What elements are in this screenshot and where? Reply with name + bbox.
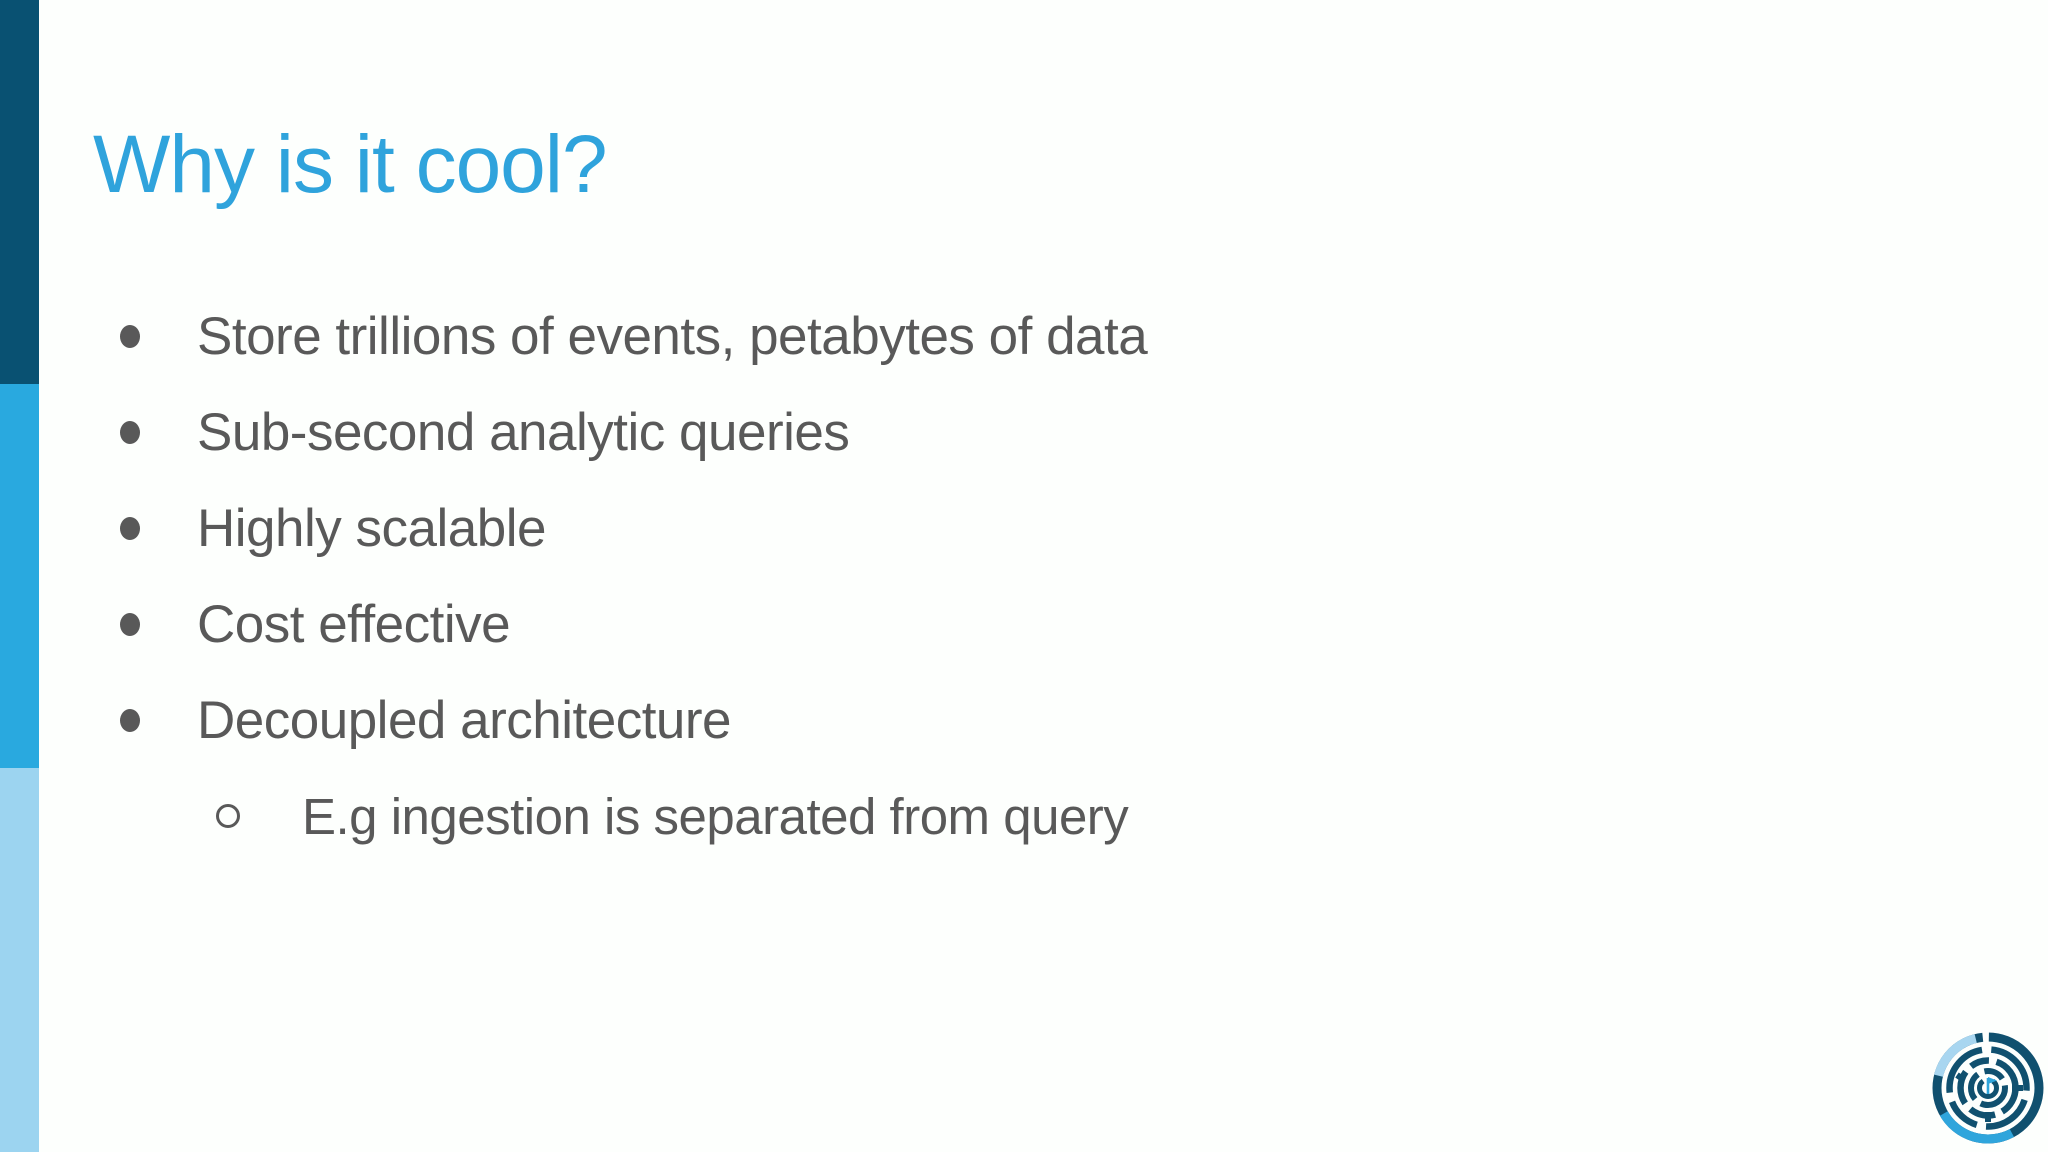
bullet-item: Decoupled architecture [0, 672, 1900, 768]
accent-bar-middle-segment [0, 384, 39, 768]
logo-maze-walls [1955, 1072, 2023, 1122]
bullet-text: Decoupled architecture [197, 690, 732, 750]
logo-maze-ring [1968, 1068, 2008, 1108]
bullet-dot-icon [120, 420, 140, 444]
bullet-list: Store trillions of events, petabytes of … [0, 288, 1900, 864]
bullet-item: Sub-second analytic queries [0, 384, 1900, 480]
logo-outer-ring-gap [1932, 1032, 2044, 1144]
flag-icon [1986, 1077, 1997, 1094]
bullet-item: Store trillions of events, petabytes of … [0, 288, 1900, 384]
bullet-text: Highly scalable [197, 498, 546, 558]
left-accent-bar [0, 0, 39, 1152]
bullet-item: Cost effective [0, 576, 1900, 672]
sub-bullet-circle-icon [216, 804, 240, 828]
bullet-text: Store trillions of events, petabytes of … [197, 306, 1148, 366]
bullet-text: Sub-second analytic queries [197, 402, 850, 462]
slide-title: Why is it cool? [93, 119, 608, 210]
bullet-dot-icon [120, 324, 140, 348]
sub-bullet-text: E.g ingestion is separated from query [302, 787, 1129, 845]
bullet-dot-icon [120, 612, 140, 636]
bullet-text: Cost effective [197, 594, 511, 654]
logo-maze-ring [1946, 1046, 2030, 1130]
accent-bar-top-segment [0, 0, 39, 384]
bullet-dot-icon [120, 516, 140, 540]
logo-outer-ring-medium-arc [1932, 1032, 2044, 1144]
accent-bar-bottom-segment [0, 768, 39, 1152]
bullet-dot-icon [120, 708, 140, 732]
maze-logo-icon [1932, 1032, 2044, 1144]
bullet-item: Highly scalable [0, 480, 1900, 576]
sub-bullet-item: E.g ingestion is separated from query [0, 768, 1900, 864]
